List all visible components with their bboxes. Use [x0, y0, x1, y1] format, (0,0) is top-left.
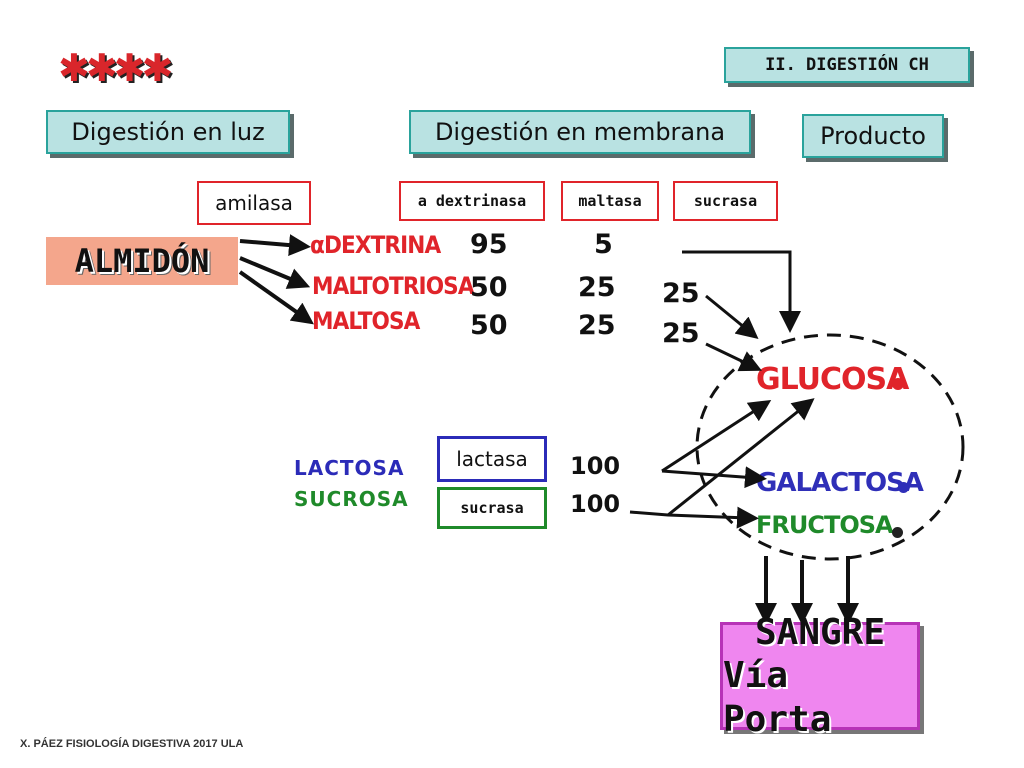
enzyme-maltasa: maltasa — [561, 181, 659, 221]
intermediate-maltosa: MALTOSA — [312, 307, 420, 335]
header-lumen-digestion: Digestión en luz — [46, 110, 290, 154]
destination-line2: Vía Porta — [723, 655, 832, 740]
destination-line1: SANGRE — [754, 612, 886, 654]
enzyme-sucrasa: sucrasa — [673, 181, 778, 221]
intermediate-maltotriosa: MALTOTRIOSA — [312, 272, 475, 300]
galactosa-dot-icon — [898, 482, 909, 493]
product-galactosa: GALACTOSA — [756, 468, 924, 498]
value-lactasa: 100 — [570, 452, 621, 480]
substrate-almidon: ALMIDÓN — [46, 237, 238, 285]
value-maltasa-row3: 25 — [578, 310, 616, 341]
value-maltasa-row1: 5 — [594, 229, 613, 260]
enzyme-sucrasa-disaccharide: sucrasa — [437, 487, 547, 529]
enzyme-lactasa: lactasa — [437, 436, 547, 482]
disaccharide-sucrosa: SUCROSA — [294, 487, 409, 511]
value-sucrasa-row3: 25 — [662, 318, 700, 349]
stars-decoration: ✱✱✱✱ — [58, 46, 173, 90]
value-sucrasa-row2: 25 — [662, 278, 700, 309]
product-glucosa: GLUCOSA — [756, 362, 909, 397]
value-dextrinasa-row2: 50 — [470, 272, 508, 303]
value-dextrinasa-row1: 95 — [470, 229, 508, 260]
glucosa-dot-icon — [892, 378, 904, 390]
header-product: Producto — [802, 114, 944, 158]
enzyme-a-dextrinasa: a dextrinasa — [399, 181, 545, 221]
header-membrane-digestion: Digestión en membrana — [409, 110, 751, 154]
intermediate-alpha-dextrina: αDEXTRINA — [310, 231, 441, 259]
section-tag: II. DIGESTIÓN CH — [724, 47, 970, 83]
value-maltasa-row2: 25 — [578, 272, 616, 303]
disaccharide-lactosa: LACTOSA — [294, 456, 405, 480]
enzyme-amilasa: amilasa — [197, 181, 311, 225]
footer-credit: X. PÁEZ FISIOLOGÍA DIGESTIVA 2017 ULA — [20, 738, 244, 750]
fructosa-dot-icon — [892, 527, 903, 538]
destination-sangre-via-porta: SANGRE Vía Porta — [720, 612, 920, 740]
product-fructosa: FRUCTOSA — [756, 511, 894, 539]
value-dextrinasa-row3: 50 — [470, 310, 508, 341]
value-sucrasa-disaccharide: 100 — [570, 490, 621, 518]
